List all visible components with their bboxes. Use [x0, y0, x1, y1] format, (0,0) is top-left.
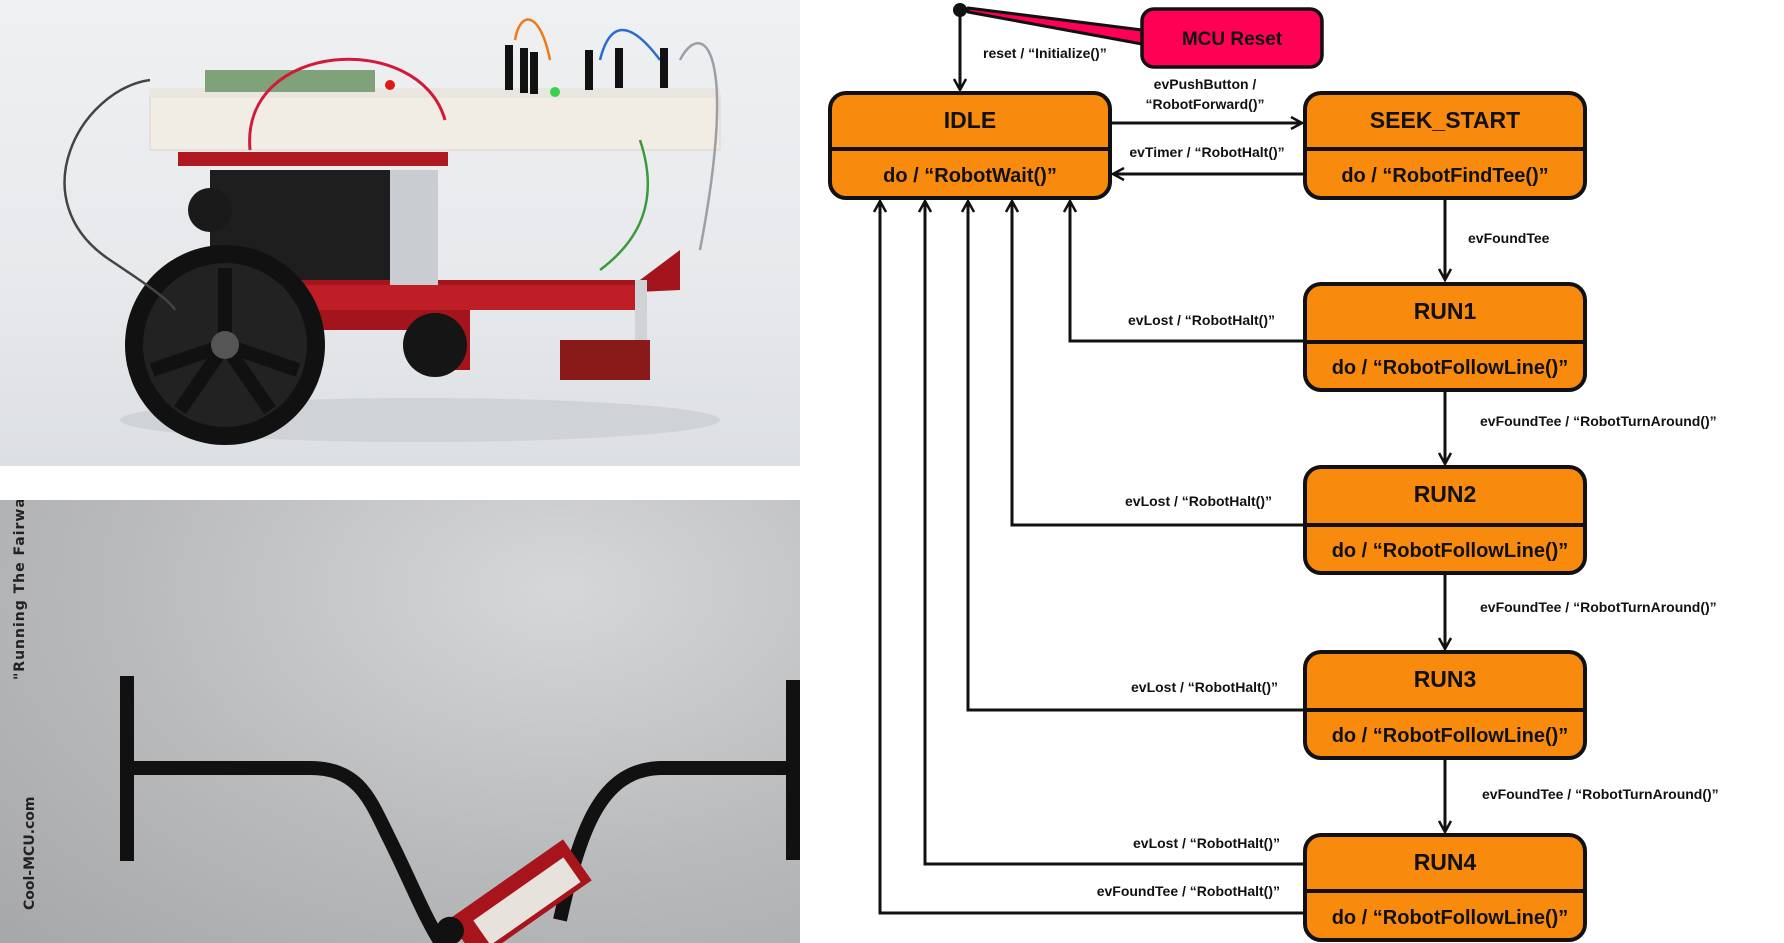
robot-photo	[0, 0, 800, 466]
standoff	[390, 170, 438, 285]
transition-run2-to-idle	[1012, 201, 1305, 527]
jumper-blue	[598, 28, 661, 61]
chassis-upper	[178, 152, 448, 166]
transition-label-run1-lost: evLost / “RobotHalt()”	[1128, 312, 1275, 328]
transition-label-run4-foundtee: evFoundTee / “RobotHalt()”	[1097, 883, 1280, 899]
wheel-hub	[211, 331, 239, 359]
jumper-orange	[513, 18, 552, 61]
track-photo: "Running The Fairway" Cool-MCU.com	[0, 500, 800, 943]
callout-pointer	[966, 6, 1144, 46]
jumper-headers	[505, 45, 668, 94]
state-name-seek-start: SEEK_START	[1370, 107, 1520, 133]
green-led	[550, 87, 560, 97]
jumper-gray	[678, 42, 719, 251]
robot-topview	[435, 839, 592, 943]
caster-wheel	[403, 313, 467, 377]
state-run3: RUN3 do / “RobotFollowLine()”	[1303, 650, 1587, 760]
initial-state-dot	[953, 3, 967, 17]
breadboard-top	[150, 88, 720, 98]
state-activity-run2: do / “RobotFollowLine()”	[1332, 540, 1569, 562]
track-illustration	[120, 676, 800, 943]
transition-run4-foundtee-to-idle	[880, 201, 1305, 915]
mcu-reset-callout	[1140, 7, 1324, 69]
state-run4: RUN4 do / “RobotFollowLine()”	[1303, 833, 1587, 942]
line-sensor	[560, 340, 650, 380]
rear-wheel	[188, 188, 232, 232]
state-activity-run4: do / “RobotFollowLine()”	[1332, 907, 1569, 929]
transition-label-timer: evTimer / “RobotHalt()”	[1129, 144, 1284, 160]
state-run1: RUN1 do / “RobotFollowLine()”	[1303, 282, 1587, 392]
state-activity-run3: do / “RobotFollowLine()”	[1332, 725, 1569, 747]
transition-label-run1-foundtee: evFoundTee / “RobotTurnAround()”	[1480, 413, 1717, 429]
transition-label-run3-foundtee: evFoundTee / “RobotTurnAround()”	[1482, 786, 1719, 802]
transition-label-pushbutton-2: “RobotForward()”	[1146, 96, 1265, 112]
transition-label-run2-lost: evLost / “RobotHalt()”	[1125, 493, 1272, 509]
transition-label-foundtee-1: evFoundTee	[1468, 230, 1550, 246]
transition-label-run3-lost: evLost / “RobotHalt()”	[1131, 679, 1278, 695]
state-name-run4: RUN4	[1414, 849, 1477, 875]
transition-run3-to-idle	[968, 201, 1305, 712]
transition-label-pushbutton-1: evPushButton /	[1154, 76, 1257, 92]
breadboard	[149, 94, 721, 151]
state-name-idle: IDLE	[944, 107, 996, 133]
red-led	[385, 80, 395, 90]
state-name-run2: RUN2	[1414, 481, 1477, 507]
transition-label-run4-lost: evLost / “RobotHalt()”	[1133, 835, 1280, 851]
mcu-reset-label: MCU Reset	[1182, 29, 1283, 50]
transition-run1-to-idle	[1070, 201, 1305, 343]
state-idle: IDLE do / “RobotWait()”	[828, 91, 1112, 200]
state-activity-seek-start: do / “RobotFindTee()”	[1341, 165, 1548, 187]
servo-wire	[63, 78, 177, 311]
state-activity-idle: do / “RobotWait()”	[883, 165, 1057, 187]
track-line-left	[127, 761, 450, 943]
state-name-run1: RUN1	[1414, 298, 1477, 324]
state-run2: RUN2 do / “RobotFollowLine()”	[1303, 465, 1587, 575]
state-seek-start: SEEK_START do / “RobotFindTee()”	[1303, 91, 1587, 200]
jumper-green	[599, 139, 649, 271]
state-activity-run1: do / “RobotFollowLine()”	[1332, 357, 1569, 379]
mcu-board	[205, 70, 375, 92]
transition-label-run2-foundtee: evFoundTee / “RobotTurnAround()”	[1480, 599, 1717, 615]
red-wire	[248, 57, 447, 151]
transition-run4-lost-to-idle	[925, 201, 1305, 866]
robot-illustration	[63, 18, 721, 445]
state-name-run3: RUN3	[1414, 666, 1477, 692]
transition-label-reset: reset / “Initialize()”	[983, 45, 1107, 61]
